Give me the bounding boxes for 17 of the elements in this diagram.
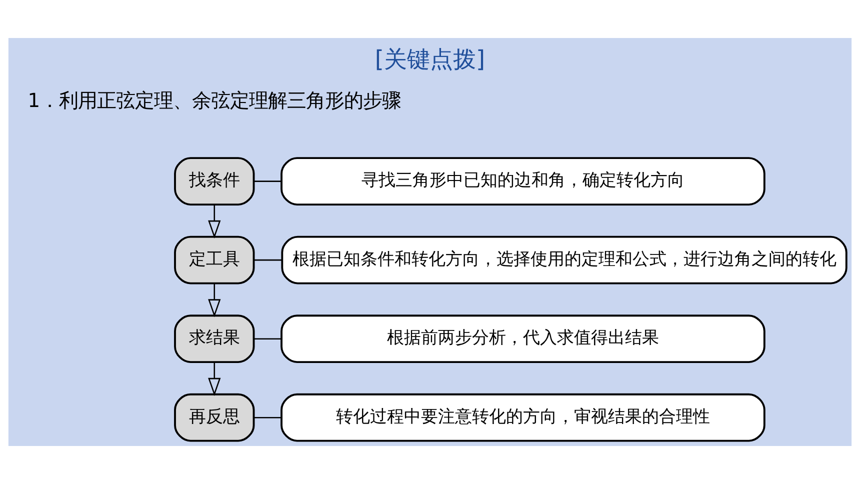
connector [254,416,282,418]
node-box: 再反思 [174,393,255,442]
arrow [208,283,221,318]
connector [254,180,282,182]
connector [254,259,282,261]
arrow [208,362,221,396]
connector [254,338,282,340]
node-box: 转化过程中要注意转化的方向，审视结果的合理性 [280,393,766,442]
diagram-title: [关键点拨] [374,46,486,73]
node-box: 根据前两步分析，代入求值得出结果 [280,314,766,364]
node-box: 寻找三角形中已知的边和角，确定转化方向 [280,157,766,206]
node-box: 根据已知条件和转化方向，选择使用的定理和公式，进行边角之间的转化 [281,236,848,284]
node-box: 找条件 [174,157,255,206]
node-box: 定工具 [174,236,255,284]
arrow [208,204,221,238]
node-box: 求结果 [174,314,255,364]
label: 1．利用正弦定理、余弦定理解三角形的步骤 [28,89,402,112]
